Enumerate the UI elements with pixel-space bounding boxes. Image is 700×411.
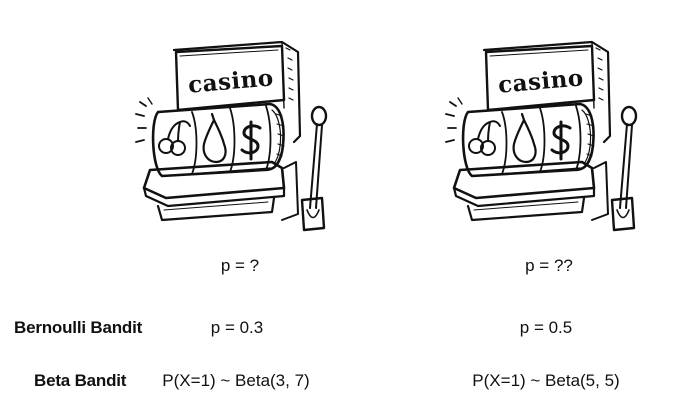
row-label-beta: Beta Bandit [34, 371, 127, 390]
slot-machine-left: casino [132, 38, 332, 238]
pear-icon [202, 112, 227, 164]
slot-machine-icon [445, 40, 638, 232]
row-label-bernoulli: Bernoulli Bandit [14, 318, 143, 337]
lever-icon [610, 105, 638, 232]
unknown-prob-right: p = ?? [525, 256, 573, 275]
dollar-icon [240, 120, 262, 161]
slot-machine-right: casino [442, 38, 642, 238]
dollar-icon [550, 120, 572, 161]
pear-icon [512, 112, 537, 164]
slot-machine-illustration [442, 38, 642, 238]
cherry-icon [468, 120, 501, 156]
beta-value-left: P(X=1) ~ Beta(3, 7) [162, 371, 310, 390]
unknown-prob-left: p = ? [220, 256, 260, 275]
slot-machine-illustration [132, 38, 332, 238]
lever-icon [300, 105, 328, 232]
bernoulli-value-left: p = 0.3 [210, 318, 264, 337]
slot-machine-icon [135, 40, 328, 232]
bernoulli-value-right: p = 0.5 [519, 318, 573, 337]
beta-value-right: P(X=1) ~ Beta(5, 5) [472, 371, 620, 390]
cherry-icon [158, 120, 191, 156]
